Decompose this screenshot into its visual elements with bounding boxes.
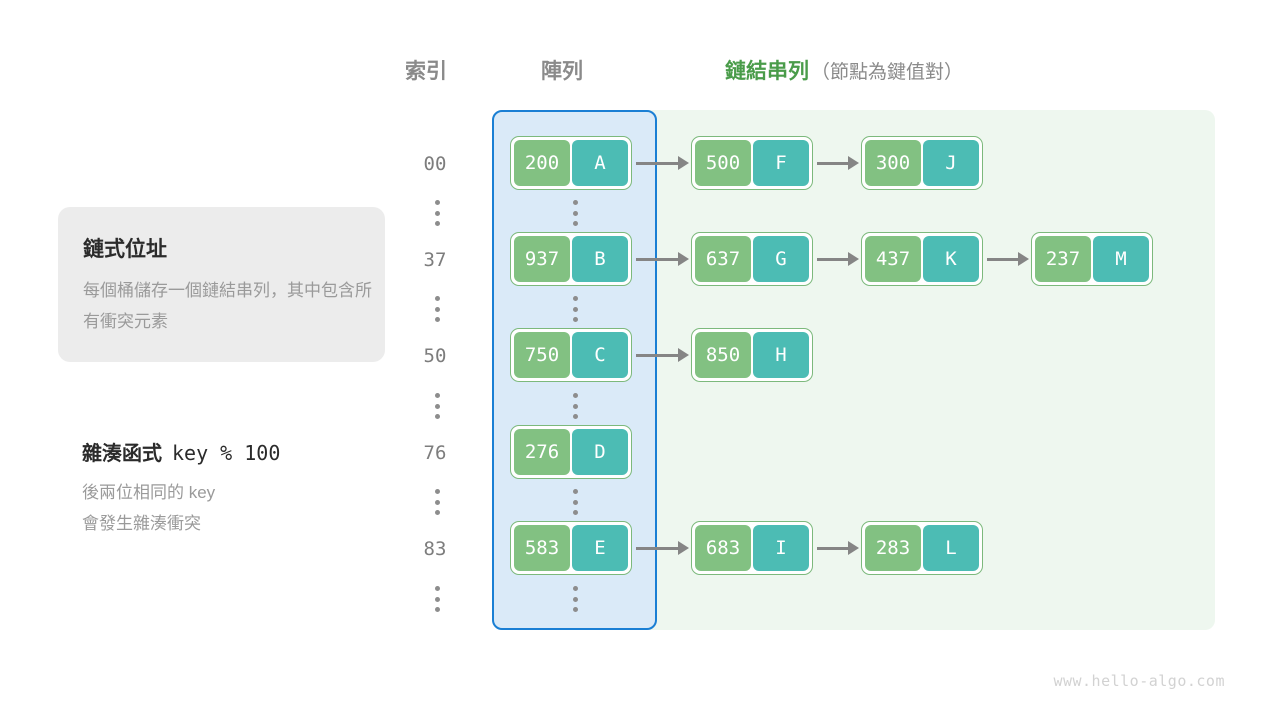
node-value: M (1093, 236, 1149, 282)
node-value: F (753, 140, 809, 186)
ellipsis-array (565, 586, 585, 612)
hash-note-line-1: 後兩位相同的 key (82, 483, 216, 502)
chain-arrow (817, 541, 859, 555)
ellipsis-index (427, 296, 447, 322)
node-key: 583 (514, 525, 570, 571)
node-value: C (572, 332, 628, 378)
arrow-head (848, 252, 859, 266)
node-key: 937 (514, 236, 570, 282)
hash-function-label: 雜湊函式 key % 100 (82, 437, 280, 466)
arrow-head (1018, 252, 1029, 266)
header-linked-list-sub: （節點為鍵值對） (811, 62, 964, 83)
ellipsis-index (427, 489, 447, 515)
arrow-head (848, 541, 859, 555)
chain-arrow (636, 541, 689, 555)
bucket-index-50: 50 (423, 345, 447, 367)
info-card-description: 每個桶儲存一個鏈結串列，其中包含所有衝突元素 (83, 281, 372, 331)
node-value: B (572, 236, 628, 282)
header-linked-list: 鏈結串列 （節點為鍵值對） (725, 55, 963, 85)
node-key: 237 (1035, 236, 1091, 282)
header-array: 陣列 (541, 60, 583, 83)
arrow-shaft (636, 257, 679, 261)
node-value: H (753, 332, 809, 378)
bucket-index-37: 37 (423, 249, 447, 271)
node-key: 283 (865, 525, 921, 571)
arrow-shaft (817, 161, 849, 165)
node-key: 200 (514, 140, 570, 186)
ellipsis-array (565, 200, 585, 226)
arrow-head (848, 156, 859, 170)
chain-arrow (817, 156, 859, 170)
node-key: 500 (695, 140, 751, 186)
node-key: 276 (514, 429, 570, 475)
ellipsis-index (427, 586, 447, 612)
header-linked-list-main: 鏈結串列 (725, 60, 809, 83)
arrow-shaft (636, 546, 679, 550)
node-key: 750 (514, 332, 570, 378)
hash-function-note: 後兩位相同的 key 會發生雜湊衝突 (82, 477, 382, 539)
header-index: 索引 (405, 60, 447, 83)
node-value: D (572, 429, 628, 475)
arrow-shaft (817, 257, 849, 261)
ellipsis-index (427, 393, 447, 419)
node-key: 850 (695, 332, 751, 378)
arrow-shaft (636, 353, 679, 357)
arrow-head (678, 348, 689, 362)
ellipsis-array (565, 296, 585, 322)
ellipsis-array (565, 393, 585, 419)
arrow-head (678, 541, 689, 555)
bucket-index-76: 76 (423, 442, 447, 464)
ellipsis-array (565, 489, 585, 515)
node-value: G (753, 236, 809, 282)
chain-arrow (636, 348, 689, 362)
node-key: 683 (695, 525, 751, 571)
node-key: 637 (695, 236, 751, 282)
hash-function-expression: key % 100 (172, 441, 281, 465)
watermark: www.hello-algo.com (1053, 672, 1225, 690)
node-value: J (923, 140, 979, 186)
node-value: A (572, 140, 628, 186)
chain-arrow (817, 252, 859, 266)
node-value: K (923, 236, 979, 282)
bucket-index-83: 83 (423, 538, 447, 560)
chain-arrow (987, 252, 1029, 266)
bucket-index-00: 00 (423, 153, 447, 175)
info-card-chaining: 鏈式位址 每個桶儲存一個鏈結串列，其中包含所有衝突元素 (58, 207, 385, 362)
node-key: 437 (865, 236, 921, 282)
node-value: E (572, 525, 628, 571)
node-key: 300 (865, 140, 921, 186)
arrow-shaft (636, 161, 679, 165)
hash-note-line-2: 會發生雜湊衝突 (82, 514, 201, 533)
chain-arrow (636, 156, 689, 170)
arrow-head (678, 156, 689, 170)
ellipsis-index (427, 200, 447, 226)
arrow-shaft (817, 546, 849, 550)
arrow-head (678, 252, 689, 266)
hash-function-title: 雜湊函式 (82, 443, 162, 465)
node-value: L (923, 525, 979, 571)
node-value: I (753, 525, 809, 571)
info-card-title: 鏈式位址 (83, 238, 167, 261)
chain-arrow (636, 252, 689, 266)
arrow-shaft (987, 257, 1019, 261)
